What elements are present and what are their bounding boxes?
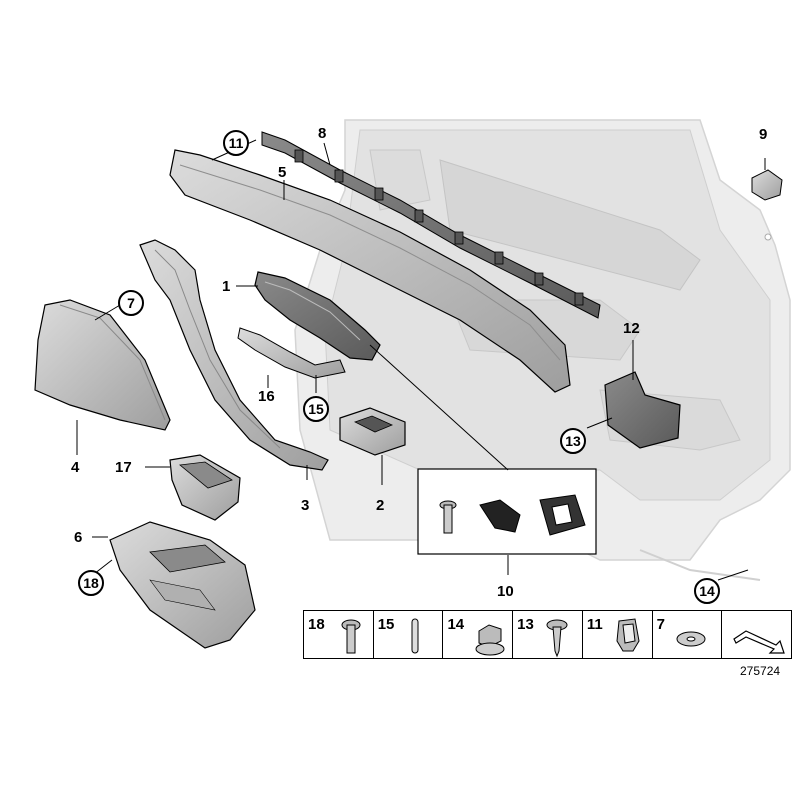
legend-cell-13: 13	[513, 611, 583, 658]
callout-14: 14	[694, 578, 720, 604]
legend-cell-11: 11	[583, 611, 653, 658]
legend-label-15: 15	[377, 616, 395, 633]
part-6-bin	[109, 521, 256, 649]
part-4-cover	[34, 299, 171, 431]
legend-label-7: 7	[656, 616, 665, 633]
callout-16: 16	[258, 388, 275, 405]
legend-cell-7: 7	[653, 611, 723, 658]
callout-5: 5	[278, 164, 287, 181]
callout-18: 18	[78, 570, 104, 596]
callout-15: 15	[303, 396, 329, 422]
legend-cell-18: 18	[304, 611, 374, 658]
screw-icon	[546, 619, 568, 658]
legend-label-14: 14	[447, 616, 465, 633]
kit-screw	[439, 500, 457, 534]
callout-9: 9	[759, 126, 768, 143]
legend-cell-15: 15	[374, 611, 444, 658]
kit-grommet	[539, 494, 586, 536]
part-12-bracket	[604, 371, 681, 449]
callout-4: 4	[71, 459, 80, 476]
part-17-insert	[169, 454, 241, 521]
legend-cell-14: 14	[443, 611, 514, 658]
nut-icon	[475, 624, 505, 656]
callout-8: 8	[318, 125, 327, 142]
part-10-kit	[417, 468, 597, 555]
washer-icon	[676, 631, 706, 647]
legend-label-13: 13	[517, 616, 534, 633]
legend-cell-arrow	[722, 611, 791, 658]
callout-10: 10	[497, 583, 514, 600]
callout-11: 11	[223, 130, 249, 156]
callout-6: 6	[74, 529, 83, 546]
part-8-clip-strip	[261, 131, 601, 319]
clip-icon	[616, 618, 640, 652]
legend-label-11: 11	[586, 616, 603, 633]
pin-icon	[411, 618, 419, 654]
bolt-icon	[341, 619, 361, 654]
callout-13: 13	[560, 428, 586, 454]
kit-clip	[479, 499, 521, 533]
leader-lines	[76, 139, 766, 581]
callout-2: 2	[376, 497, 385, 514]
fastener-legend: 18 15 14 13 11 7	[303, 610, 792, 659]
part-16-lever	[237, 327, 346, 379]
callout-1: 1	[222, 278, 231, 295]
callout-7: 7	[118, 290, 144, 316]
part-3-pull-bar	[139, 239, 329, 471]
part-9-clip	[751, 169, 783, 201]
part-1-handle	[254, 271, 381, 361]
part-5-trim-rail	[169, 149, 571, 393]
legend-label-18: 18	[308, 616, 325, 633]
callout-17: 17	[115, 459, 132, 476]
callout-12: 12	[623, 320, 640, 337]
callout-3: 3	[301, 497, 310, 514]
part-2-switch	[339, 407, 406, 456]
symbol-arrow-icon	[733, 630, 786, 654]
reference-number: 275724	[740, 664, 781, 678]
